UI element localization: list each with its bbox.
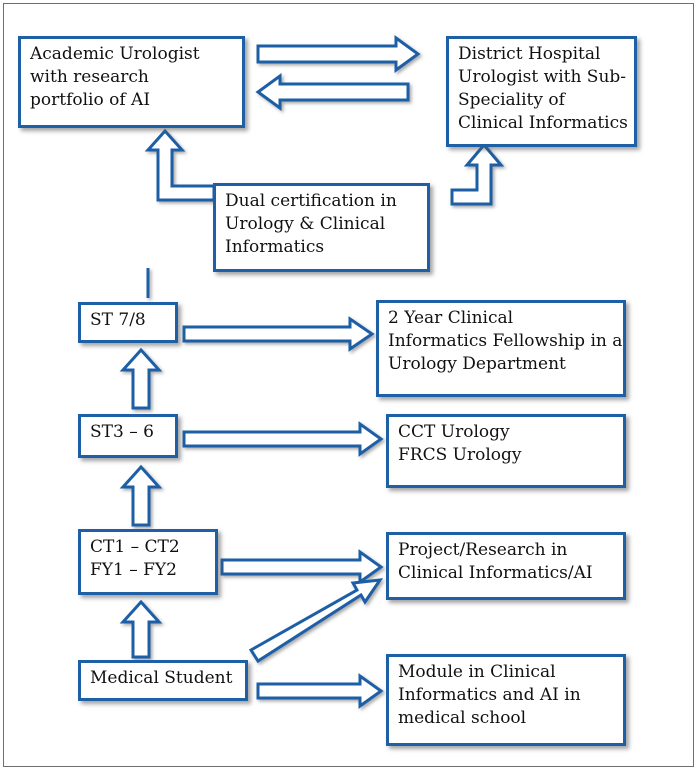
project-research-line-1: Project/Research in [398,540,568,560]
st78-label: ST 7/8 [90,310,146,330]
ct-fy-box: CT1 – CT2 FY1 – FY2 [78,529,218,595]
medical-student-box: Medical Student [78,660,248,701]
st36-to-cct-arrow [182,421,384,457]
medical-student-label: Medical Student [90,668,233,688]
dual-certification-box: Dual certification in Urology & Clinical… [213,183,430,272]
fellowship-line-1: 2 Year Clinical [388,308,514,328]
st78-to-fellowship-arrow [182,316,375,352]
academic-urologist-line-1: Academic Urologist [30,44,200,64]
fellowship-line-3: Urology Department [388,354,566,374]
dual-to-district-arrow [450,142,505,206]
module-line-1: Module in Clinical [398,662,556,682]
district-hospital-line-3: Speciality of [458,90,565,110]
ctfy-to-st36-arrow [119,464,163,527]
ctfy-to-project-arrow [220,549,384,585]
project-research-line-2: Clinical Informatics/AI [398,563,593,583]
module-line-3: medical school [398,708,527,728]
student-to-ctfy-arrow [119,599,163,659]
district-hospital-line-4: Clinical Informatics [458,113,628,133]
ct-fy-line-2: FY1 – FY2 [90,560,177,580]
cct-box: CCT Urology FRCS Urology [386,414,626,488]
diagram-frame [3,3,694,767]
academic-urologist-box: Academic Urologist with research portfol… [18,36,245,128]
dual-certification-line-1: Dual certification in [225,191,397,211]
district-hospital-line-1: District Hospital [458,44,601,64]
st78-box: ST 7/8 [78,302,178,343]
module-box: Module in Clinical Informatics and AI in… [386,654,626,746]
student-to-project-arrow [248,578,384,664]
dual-certification-line-3: Informatics [225,237,325,257]
fellowship-line-2: Informatics Fellowship in a [388,331,623,351]
dual-certification-line-2: Urology & Clinical [225,214,386,234]
project-research-box: Project/Research in Clinical Informatics… [386,532,626,600]
cct-line-1: CCT Urology [398,422,510,442]
academic-urologist-line-2: with research [30,67,149,87]
dual-to-academic-arrow [144,128,216,202]
st36-label: ST3 – 6 [90,422,154,442]
academic-to-district-arrow [256,35,421,73]
fellowship-box: 2 Year Clinical Informatics Fellowship i… [376,300,626,397]
district-hospital-line-2: Urologist with Sub- [458,67,627,87]
module-line-2: Informatics and AI in [398,685,581,705]
st36-box: ST3 – 6 [78,414,178,458]
academic-urologist-line-3: portfolio of AI [30,90,151,110]
st36-to-st78-arrow [119,347,163,410]
ct-fy-line-1: CT1 – CT2 [90,537,180,557]
student-to-module-arrow [256,673,384,709]
cct-line-2: FRCS Urology [398,445,522,465]
district-to-academic-arrow [255,73,410,111]
district-hospital-box: District Hospital Urologist with Sub- Sp… [446,36,637,147]
